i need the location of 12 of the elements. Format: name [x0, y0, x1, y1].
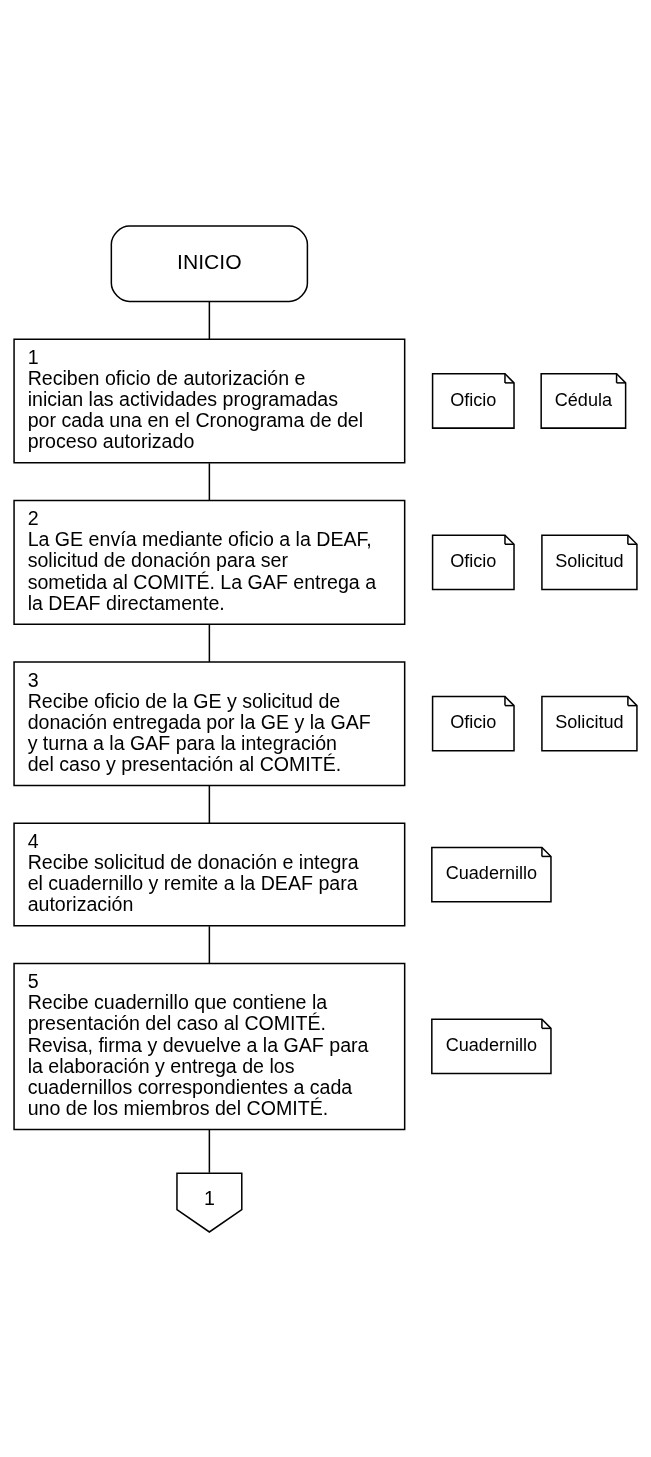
connector	[208, 925, 211, 964]
node-box: 3 Recibe oficio de la GE y solicitud de donación entregada por la GE y la GAF y turna a la GAF para la integración del caso y presentación al COMITÉ.	[13, 660, 406, 786]
connector	[208, 623, 211, 663]
node-box: 1 Reciben oficio de autorización e inician las actividades programadas por cada una en el Cronograma de del proceso autorizado	[13, 337, 406, 464]
connector	[208, 1128, 211, 1173]
node-box: 5 Recibe cuadernillo que contiene la presentación del caso al COMITÉ. Revisa, firma y devuelve a la GAF para la elaboración y entrega de los cuadernillos correspondientes a cada uno de los miembros del COMITÉ.	[13, 962, 406, 1130]
connector	[208, 462, 211, 501]
connector	[208, 300, 211, 340]
node-box: 4 Recibe solicitud de donación e integra el cuadernillo y remite a la DEAF para autorización	[13, 822, 406, 927]
connector	[208, 784, 211, 824]
node-box: 2 La GE envía mediante oficio a la DEAF, solicitud de donación para ser sometida al COMITÉ. La GAF entrega a la DEAF directamente.	[13, 499, 406, 625]
node-box: INICIO	[110, 224, 309, 302]
